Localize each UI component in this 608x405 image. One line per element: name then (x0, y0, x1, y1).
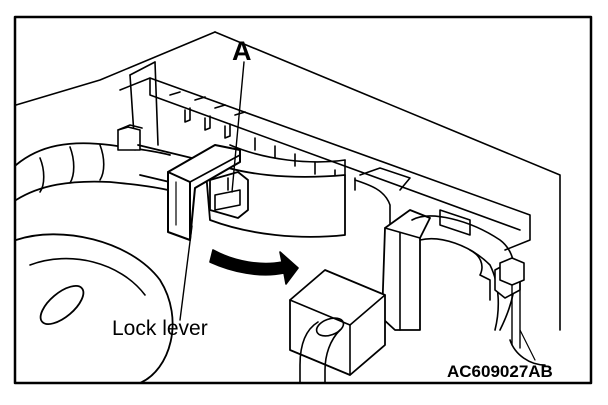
callout-a: A (232, 36, 252, 66)
mount-boss (289, 269, 386, 384)
connector-base (119, 77, 531, 251)
background-housing (15, 31, 561, 331)
right-clip-tab (499, 257, 546, 366)
round-component (15, 233, 174, 384)
curved-arrow-icon (209, 249, 299, 285)
leader-lines (179, 61, 536, 361)
lock-lever-label: Lock lever (112, 317, 208, 340)
connector-tab-left (117, 124, 143, 151)
figure-code: AC609027AB (447, 362, 553, 381)
wire-harness-left (15, 142, 171, 201)
lock-lever (167, 144, 249, 241)
connector-right-block (381, 209, 431, 331)
